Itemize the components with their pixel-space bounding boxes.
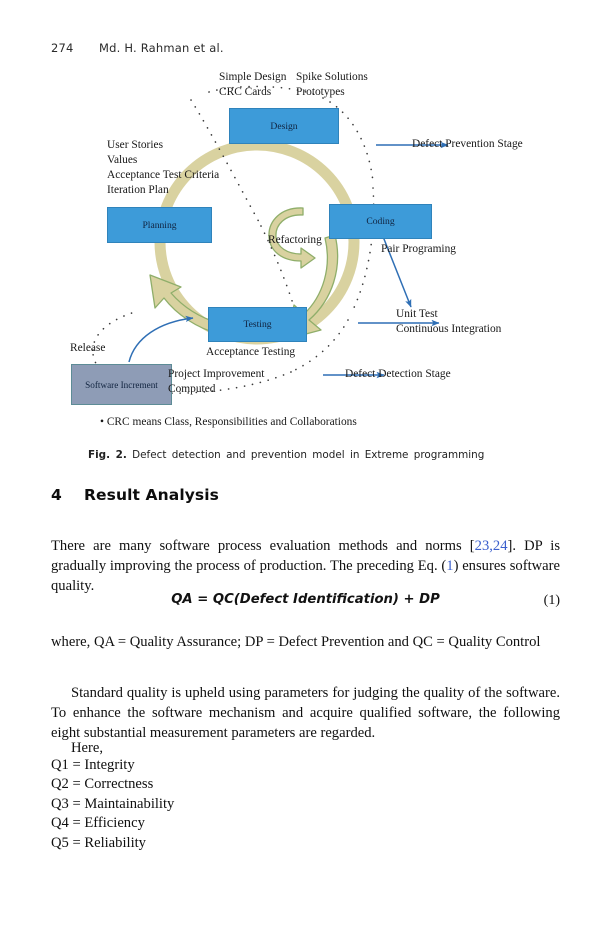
label-prototypes: Prototypes (296, 86, 345, 98)
list-item: Q4 = Efficiency (51, 815, 145, 832)
list-item: Q3 = Maintainability (51, 795, 175, 812)
figure-2: Design Coding Planning Testing Software … (51, 62, 563, 437)
diagram-node-testing[interactable]: Testing (208, 307, 307, 342)
diagram-node-coding-label: Coding (366, 216, 395, 227)
label-user-stories: User Stories (107, 139, 163, 151)
diagram-node-software-increment-label: Software Increment (85, 379, 158, 390)
diagram-node-planning-label: Planning (142, 219, 177, 231)
running-head: 274 Md. H. Rahman et al. (51, 41, 561, 55)
page-number: 274 (51, 41, 74, 55)
blue-arrows (128, 141, 449, 379)
refactoring-arrow (268, 207, 316, 269)
label-spike-solutions: Spike Solutions (296, 71, 368, 83)
label-defect-detection-stage: Defect Detection Stage (345, 368, 451, 380)
label-crc-note: • CRC means Class, Responsibilities and … (100, 416, 357, 428)
label-acceptance-test-criteria: Acceptance Test Criteria (107, 169, 220, 181)
label-project-improvement: Project Improvement (168, 368, 265, 380)
citation-23[interactable]: 23 (474, 537, 490, 554)
paragraph-intro-part-a: There are many software process evaluati… (51, 537, 475, 554)
running-head-authors: Md. H. Rahman et al. (99, 41, 224, 55)
label-values: Values (107, 154, 138, 166)
figure-caption-prefix: Fig. 2. (88, 449, 127, 461)
list-item: Q1 = Integrity (51, 757, 135, 773)
diagram-node-software-increment[interactable]: Software Increment (71, 364, 172, 405)
label-refactoring: Refactoring (268, 234, 322, 246)
section-number: 4 (51, 486, 62, 504)
equation-reference-1[interactable]: 1 (446, 557, 454, 574)
citation-separator: , (489, 537, 493, 554)
label-computed: Computed (168, 383, 216, 395)
diagram-node-design[interactable]: Design (229, 108, 339, 144)
paragraph-standard-quality: Standard quality is upheld using paramet… (51, 684, 560, 741)
label-continuous-integration: Continuous Integration (396, 323, 502, 335)
ring-arrow-testing-to-increment (149, 274, 220, 335)
equation-1-expression: QA = QC(Defect Identification) + DP (171, 592, 440, 607)
label-simple-design: Simple Design (219, 71, 287, 83)
section-heading: 4 Result Analysis (51, 486, 219, 504)
section-title: Result Analysis (84, 486, 219, 504)
list-item: Q5 = Reliability (51, 834, 146, 851)
paragraph-intro-part-c: ) ensures software quality. (51, 557, 560, 594)
label-defect-prevention-stage: Defect Prevention Stage (412, 138, 523, 150)
arrow-increment-feedback (128, 315, 194, 363)
citation-24[interactable]: 24 (492, 537, 508, 554)
figure-caption-text: Defect detection and prevention model in… (132, 449, 485, 461)
label-acceptance-testing: Acceptance Testing (206, 346, 296, 358)
label-release: Release (70, 342, 106, 354)
label-pair-programing: Pair Programing (381, 243, 456, 255)
label-iteration-plan: Iteration Plan (107, 184, 169, 196)
list-item: Q2 = Correctness (51, 776, 154, 793)
here-label: Here, (71, 740, 104, 756)
equation-where-line: where, QA = Quality Assurance; DP = Defe… (51, 633, 541, 650)
label-unit-test: Unit Test (396, 308, 438, 320)
diagram-node-design-label: Design (270, 120, 298, 132)
equation-1-number: (1) (543, 593, 560, 608)
label-crc-cards: CRC Cards (219, 86, 272, 98)
parameter-list: Q1 = Integrity Q2 = Correctness Q3 = Mai… (51, 756, 174, 853)
figure-caption: Fig. 2. Defect detection and prevention … (88, 449, 528, 461)
equation-1: QA = QC(Defect Identification) + DP (1) (51, 592, 560, 614)
diagram-node-coding[interactable]: Coding (329, 204, 432, 239)
arrow-pair-programing (381, 233, 412, 308)
paragraph-intro-part-b: ]. DP is gradually improving the process… (51, 537, 560, 574)
diagram-node-testing-label: Testing (243, 319, 272, 330)
diagram-node-planning[interactable]: Planning (107, 207, 212, 243)
paragraph-intro: There are many software process evaluati… (51, 536, 560, 597)
